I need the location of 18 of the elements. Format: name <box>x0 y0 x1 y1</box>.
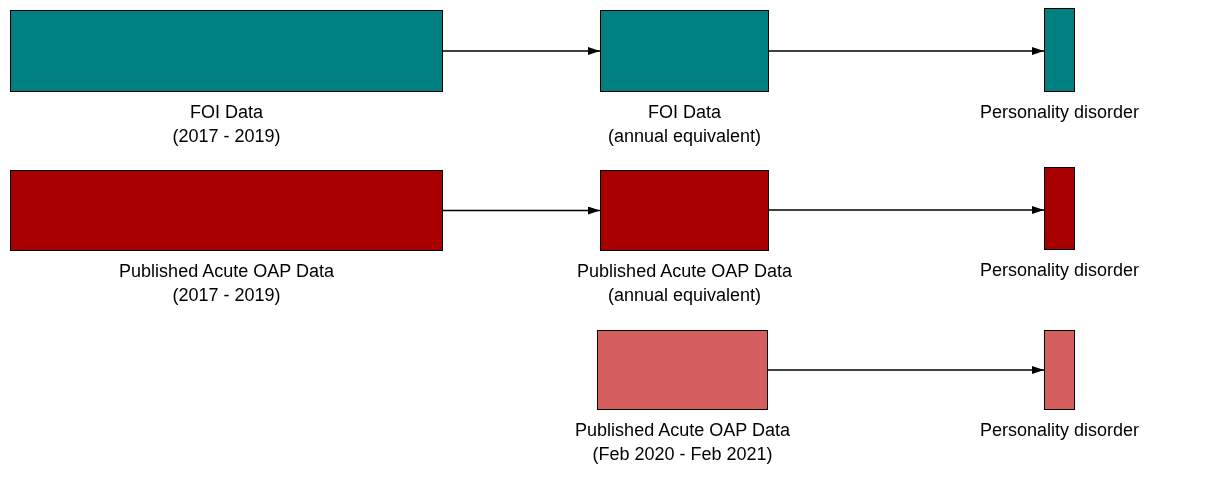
arrow <box>442 206 601 215</box>
node-label: Personality disorder <box>979 101 1140 124</box>
arrow <box>442 47 601 55</box>
node-label: (2017 - 2019) <box>172 284 281 307</box>
node-label: FOI Data <box>190 101 263 124</box>
node-label: FOI Data <box>648 101 721 124</box>
node-label: Personality disorder <box>979 259 1140 282</box>
node-label: (2017 - 2019) <box>172 125 281 148</box>
node-label: Published Acute OAP Data <box>119 260 334 283</box>
arrow <box>767 366 1045 374</box>
node-label: (annual equivalent) <box>607 125 762 148</box>
arrow <box>768 206 1045 214</box>
node-label: (annual equivalent) <box>607 284 762 307</box>
node-label: (Feb 2020 - Feb 2021) <box>592 443 773 466</box>
node-label: Published Acute OAP Data <box>575 419 790 442</box>
node-label: Personality disorder <box>979 419 1140 442</box>
node-label: Published Acute OAP Data <box>577 260 792 283</box>
arrow <box>768 47 1045 55</box>
